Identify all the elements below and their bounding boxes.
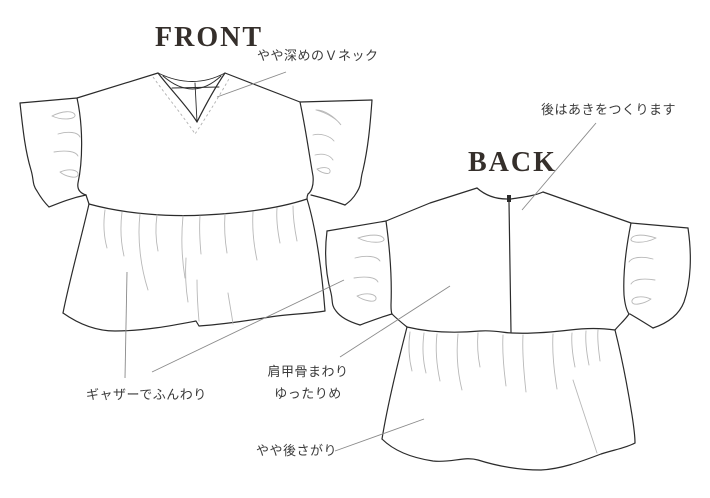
leader-line-back-hem-drop <box>334 418 425 452</box>
back-left-sleeve-outer-edge <box>325 230 361 326</box>
front-sleeve-gather-strokes <box>51 109 342 178</box>
back-left-shoulder-line <box>326 187 478 232</box>
front-left-side-seam <box>85 194 90 205</box>
front-left-armhole <box>76 97 87 196</box>
front-hem <box>62 310 326 332</box>
front-vneck-stitch-dotted-line <box>152 76 231 135</box>
back-skirt-right-edge <box>614 329 636 444</box>
leader-line-back-opening <box>521 122 597 211</box>
back-right-sleeve-hem <box>629 313 654 329</box>
front-right-sleeve-outer-edge <box>344 99 373 206</box>
back-hem <box>381 438 636 471</box>
leader-line-shoulder-blade <box>339 285 451 358</box>
back-zipper-notch <box>507 195 511 202</box>
back-neckline-right <box>510 191 544 200</box>
front-left-shoulder-line <box>19 72 159 104</box>
back-right-armhole <box>623 222 632 315</box>
leader-line-gathers-skirt <box>124 271 128 379</box>
back-left-sleeve-hem <box>359 313 393 326</box>
back-view-drawing <box>325 187 691 471</box>
annotation-gathers: ギャザーでふんわり <box>86 387 207 402</box>
front-right-sleeve-hem <box>310 194 346 206</box>
leader-line-v-neck <box>216 71 287 98</box>
back-view-heading: BACK <box>468 147 557 178</box>
front-skirt-right-edge <box>306 198 326 312</box>
back-right-shoulder-line <box>542 191 689 229</box>
back-waist-seam <box>406 326 616 334</box>
front-right-side-seam <box>306 193 309 200</box>
front-right-armhole <box>299 101 314 195</box>
annotation-leader-lines <box>124 71 597 452</box>
back-left-armhole <box>385 220 393 315</box>
front-left-sleeve-outer-edge <box>19 102 50 208</box>
front-waist-seam <box>88 198 308 217</box>
back-right-side-seam <box>614 313 630 331</box>
annotation-v-neck: やや深めのＶネック <box>257 48 379 63</box>
annotation-back-hem-drop: やや後さがり <box>256 443 338 458</box>
front-neck-facing-arc <box>162 75 222 90</box>
back-right-sleeve-outer-edge <box>652 227 691 329</box>
leader-line-gathers-sleeve <box>151 279 345 373</box>
front-skirt-gather-strokes <box>103 205 298 325</box>
front-view-heading: FRONT <box>155 22 263 53</box>
front-left-sleeve-hem <box>48 194 87 208</box>
front-vneck-left-line <box>157 72 198 123</box>
back-skirt-left-edge <box>381 326 408 440</box>
annotation-back-opening: 後はあきをつくります <box>541 102 677 117</box>
front-back-neckline-arc <box>157 72 226 82</box>
front-skirt-left-edge <box>62 203 90 314</box>
front-view-drawing <box>19 72 373 332</box>
front-vneck-right-line <box>196 72 226 123</box>
back-sleeve-gather-strokes <box>353 234 657 305</box>
back-center-zipper-line <box>508 201 512 333</box>
back-skirt-gather-strokes <box>408 329 601 454</box>
annotation-shoulder-blade: 肩甲骨まわり ゆったりめ <box>262 361 354 405</box>
front-center-back-line <box>194 82 198 123</box>
front-right-shoulder-line <box>224 72 373 103</box>
annotation-shoulder-blade-line2: ゆったりめ <box>274 386 342 401</box>
back-left-side-seam <box>391 313 408 328</box>
back-neckline-left <box>476 187 508 200</box>
annotation-shoulder-blade-line1: 肩甲骨まわり <box>267 364 349 379</box>
